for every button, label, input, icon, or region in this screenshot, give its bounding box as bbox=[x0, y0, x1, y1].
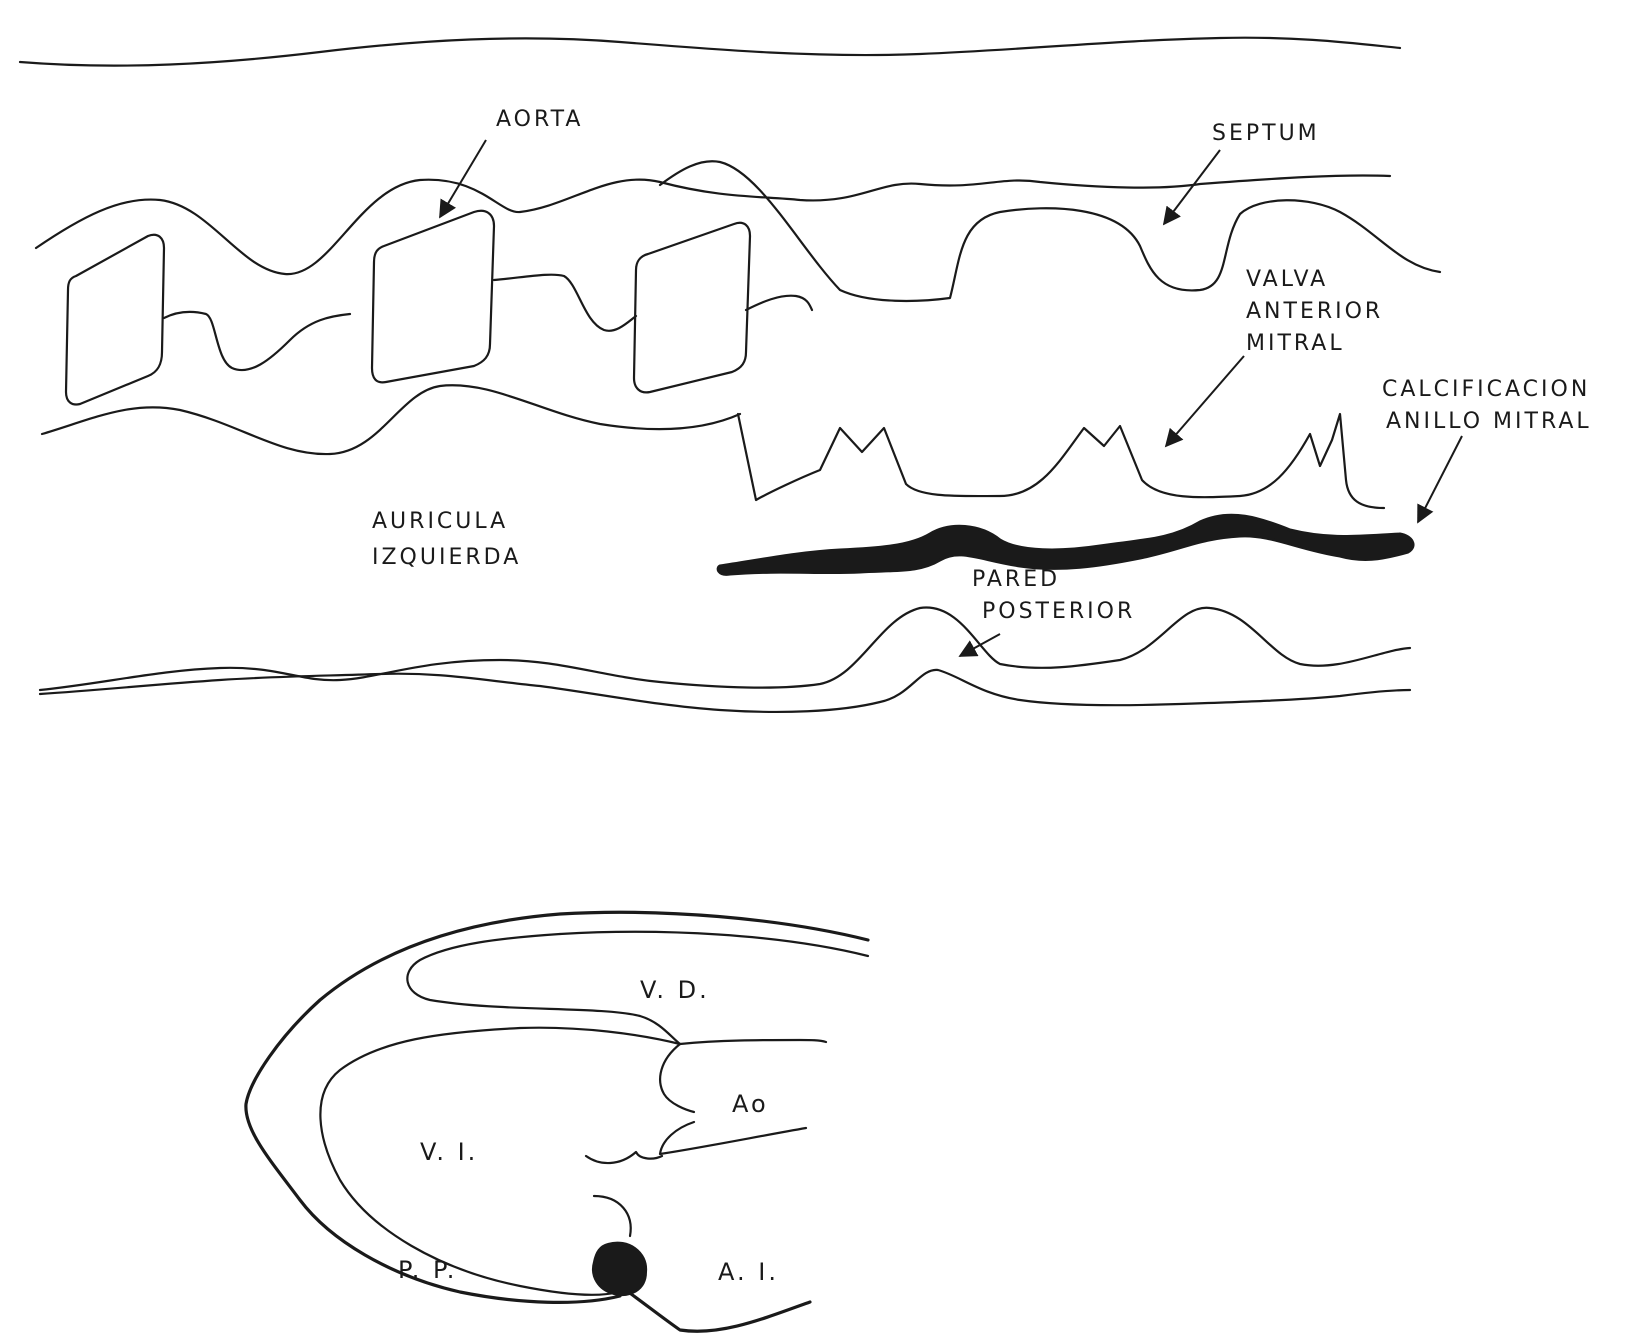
label-valva-line2: ANTERIOR bbox=[1246, 299, 1383, 324]
label-calcificacion-line1: CALCIFICACION bbox=[1382, 377, 1590, 402]
left-atrium-outline bbox=[620, 1286, 810, 1331]
aortic-valve-cusp bbox=[586, 1152, 662, 1163]
label-valva-line3: MITRAL bbox=[1246, 331, 1345, 356]
label-auricula-line1: AURICULA bbox=[372, 509, 508, 534]
label-septum: SEPTUM bbox=[1212, 121, 1320, 146]
calcification-arrow bbox=[1418, 436, 1462, 522]
septum-line-heart bbox=[680, 1040, 826, 1044]
label-calcificacion-line2: ANILLO MITRAL bbox=[1386, 409, 1592, 434]
heart-outer-contour-inner bbox=[560, 932, 868, 956]
annular-calcification-blob bbox=[593, 1243, 646, 1295]
aortic-cusp-line-1 bbox=[164, 312, 350, 370]
aortic-anterior-wall bbox=[36, 175, 1390, 274]
mitral-leaflet-arrow bbox=[1166, 356, 1244, 446]
posterior-wall-arrow bbox=[960, 634, 1000, 656]
aortic-valve-box-2 bbox=[372, 211, 494, 383]
label-vi: V. I. bbox=[420, 1138, 478, 1166]
label-auricula-line2: IZQUIERDA bbox=[372, 545, 521, 570]
mitral-anterior-leaflet bbox=[738, 414, 1384, 508]
aortic-cusp-line-2 bbox=[494, 275, 636, 331]
heart-outer-contour bbox=[246, 912, 868, 1302]
label-pared-line1: PARED bbox=[972, 567, 1060, 592]
aortic-root-anterior bbox=[660, 1044, 694, 1112]
label-vd: V. D. bbox=[640, 976, 710, 1004]
label-ai: A. I. bbox=[718, 1258, 779, 1286]
posterior-wall-lower bbox=[40, 670, 1410, 712]
heart-long-axis-sketch: V. D. Ao V. I. P. P. A. I. bbox=[246, 912, 868, 1331]
aortic-valve-box-3 bbox=[634, 223, 750, 393]
aortic-root-posterior bbox=[660, 1122, 806, 1154]
aorta-arrow bbox=[440, 140, 486, 217]
label-ao: Ao bbox=[732, 1090, 769, 1118]
aortic-cusp-line-3 bbox=[746, 296, 812, 310]
m-mode-tracing: AORTA SEPTUM VALVA ANTERIOR MITRAL CALCI… bbox=[20, 38, 1592, 712]
label-aorta: AORTA bbox=[496, 107, 583, 132]
aortic-posterior-wall bbox=[42, 385, 740, 454]
aortic-valve-box-1 bbox=[66, 235, 164, 405]
mitral-annulus-calcification bbox=[718, 515, 1413, 574]
label-valva-line1: VALVA bbox=[1246, 267, 1328, 292]
label-pared-line2: POSTERIOR bbox=[982, 599, 1135, 624]
mitral-leaflet-sketch bbox=[594, 1196, 631, 1236]
chest-wall-line bbox=[20, 38, 1400, 66]
label-pp: P. P. bbox=[398, 1256, 457, 1284]
